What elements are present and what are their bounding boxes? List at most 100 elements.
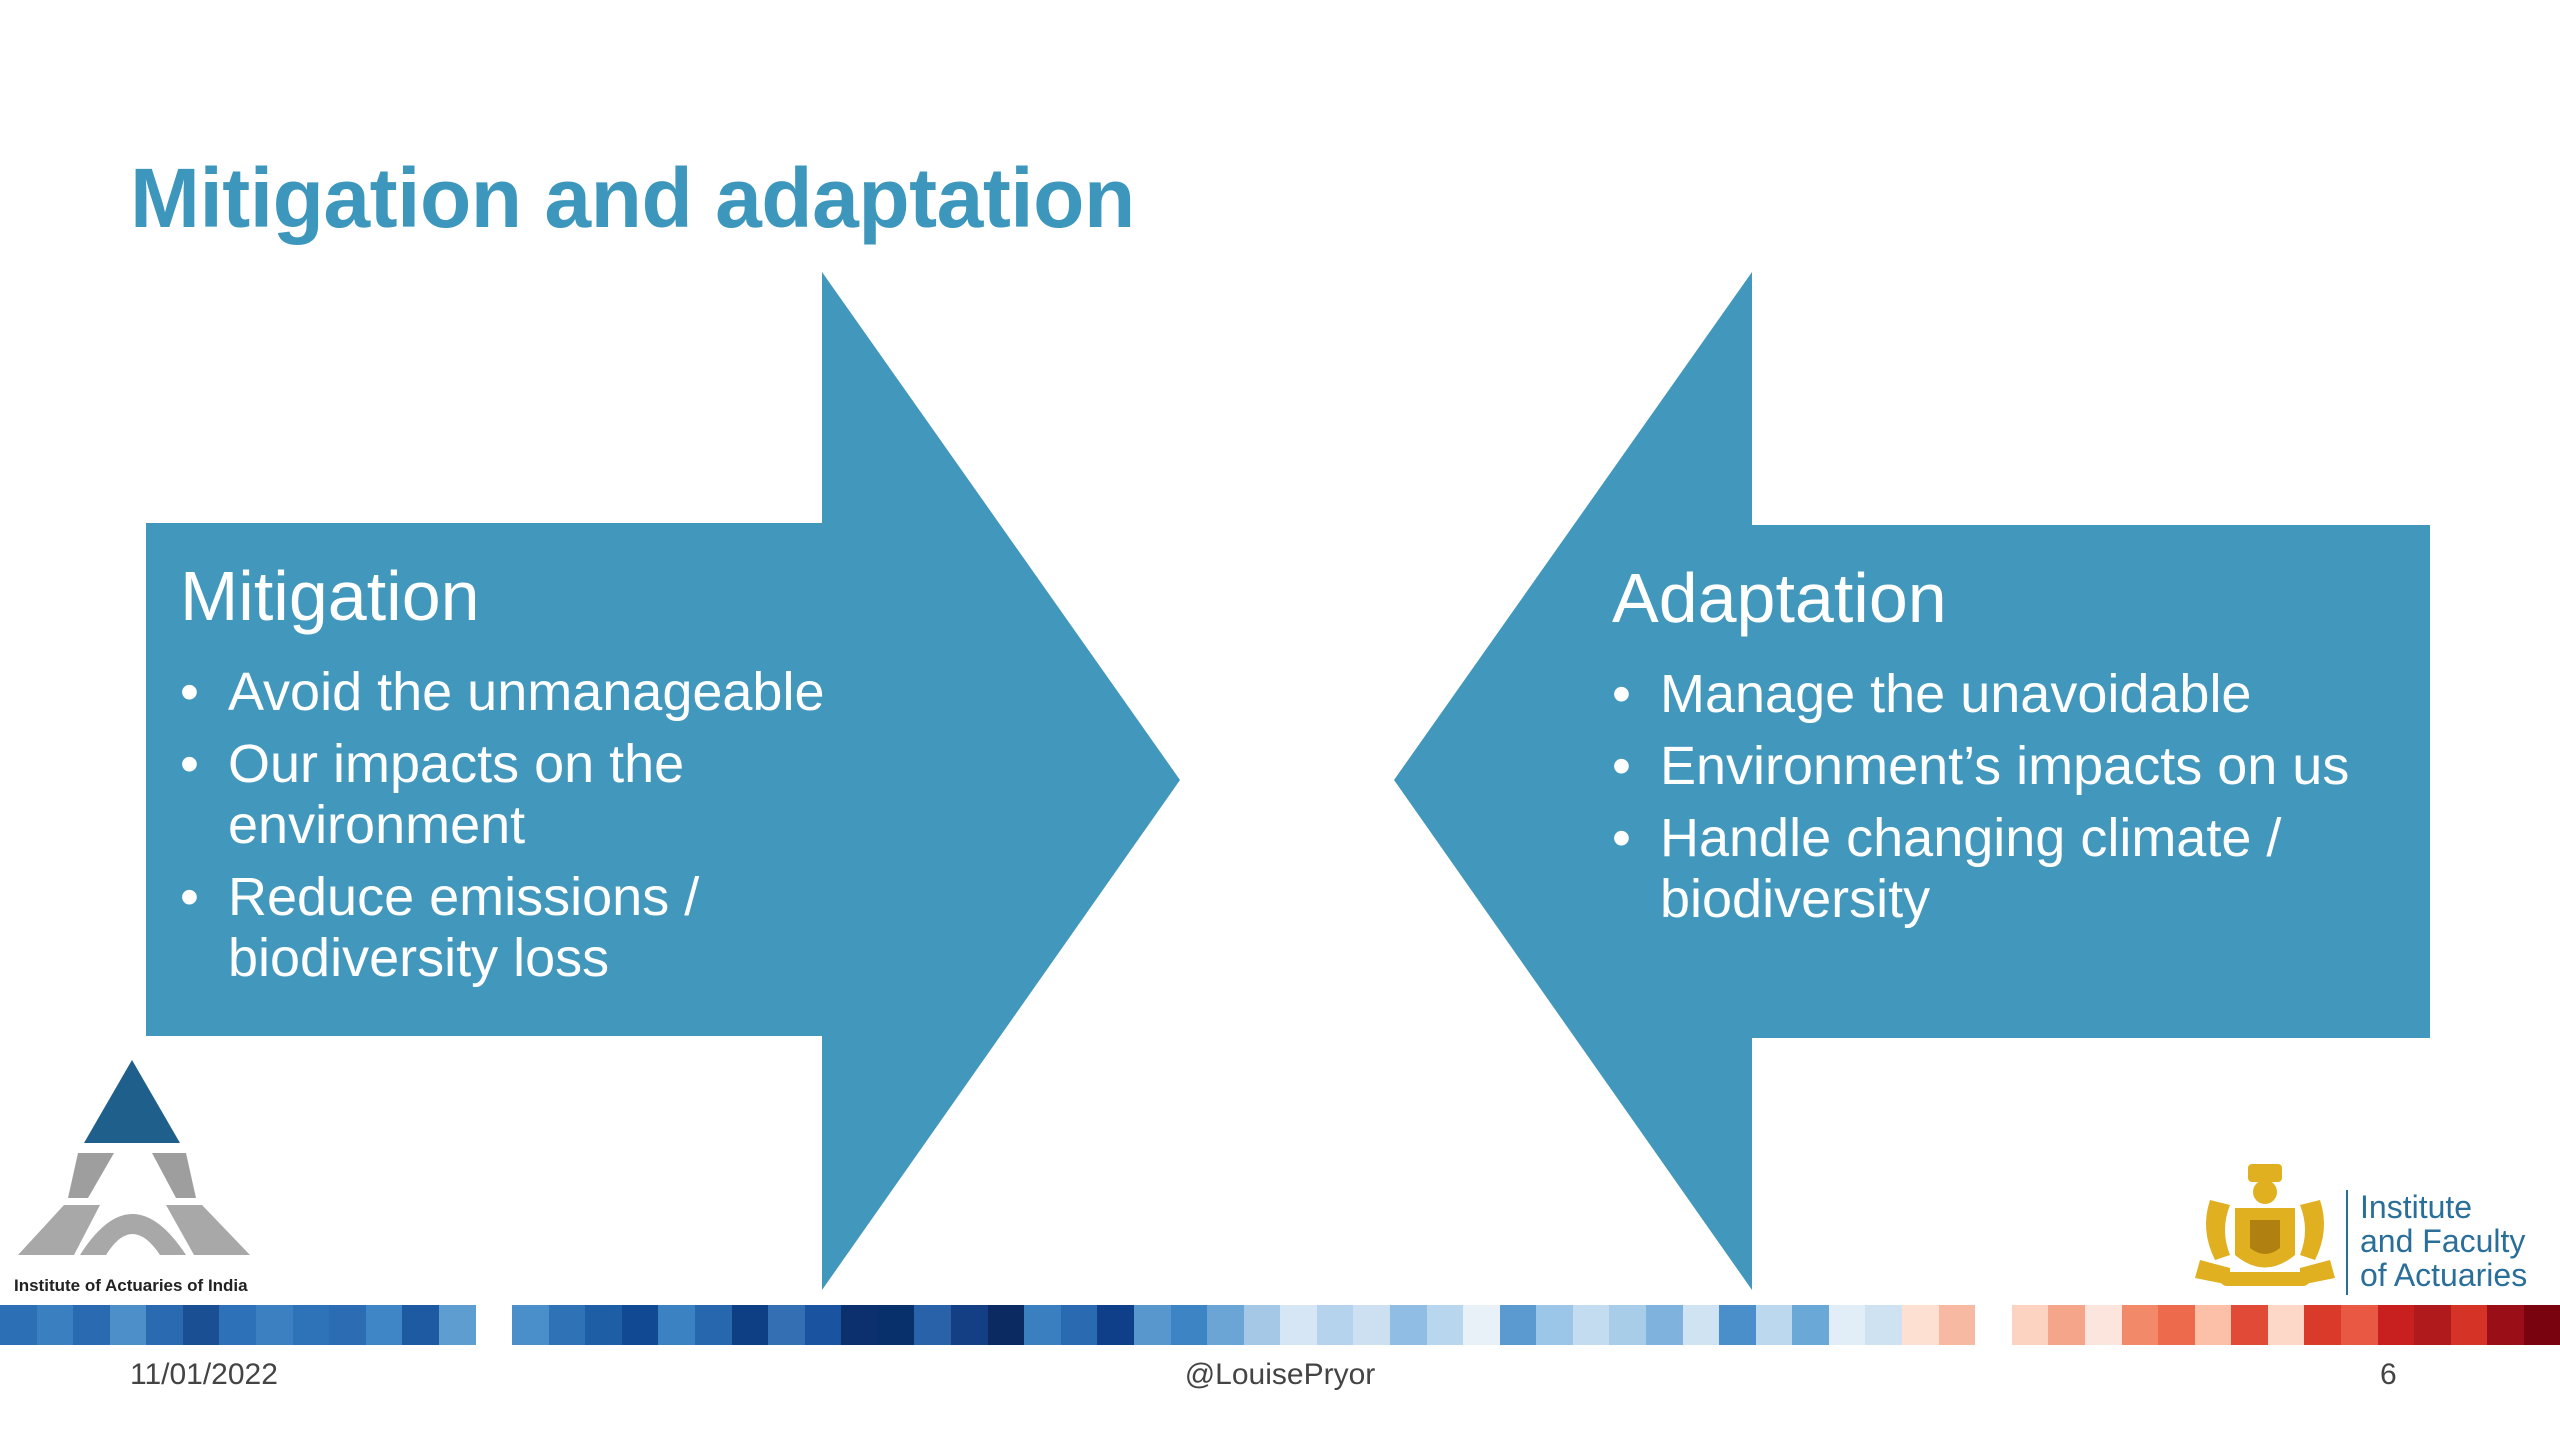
climate-stripe [1499, 1305, 1537, 1345]
bullet-dot: • [1612, 664, 1631, 724]
ifoa-line: of Actuaries [2360, 1257, 2528, 1293]
list-item: • Reduce emissions / biodiversity loss [180, 867, 920, 989]
list-item: • Manage the unavoidable [1612, 664, 2372, 725]
mitigation-bullet-list: • Avoid the unmanageable • Our impacts on … [180, 662, 920, 989]
bullet-text: Our impacts on the environment [228, 734, 685, 855]
climate-stripe [0, 1305, 37, 1345]
climate-stripe [512, 1305, 549, 1345]
climate-stripe [1207, 1305, 1244, 1345]
climate-stripe [768, 1305, 805, 1345]
ifoa-line: Institute [2360, 1189, 2473, 1225]
climate-stripe [841, 1305, 878, 1345]
ifoa-wordmark: Institute and Faculty of Actuaries [2360, 1190, 2527, 1292]
climate-stripe [2011, 1305, 2049, 1345]
climate-stripe [1902, 1305, 1939, 1345]
adaptation-heading: Adaptation [1612, 559, 1947, 637]
climate-stripe [182, 1305, 220, 1345]
climate-stripe [1170, 1305, 1208, 1345]
climate-stripe [2377, 1305, 2415, 1345]
iai-triangle-logo-icon [18, 1060, 250, 1255]
climate-stripe [1316, 1305, 1354, 1345]
slide-title: Mitigation and adaptation [130, 151, 1135, 245]
bullet-dot: • [1612, 736, 1631, 796]
climate-stripe [1938, 1305, 1976, 1345]
bullet-dot: • [180, 662, 199, 722]
bullet-text: Environment’s impacts on us [1660, 736, 2350, 796]
climate-stripe [914, 1305, 952, 1345]
adaptation-arrow [1394, 272, 2430, 1290]
list-item: • Avoid the unmanageable [180, 662, 920, 723]
climate-stripe [2121, 1305, 2159, 1345]
climate-stripe [1097, 1305, 1134, 1345]
climate-stripe [1755, 1305, 1793, 1345]
climate-stripe [1060, 1305, 1098, 1345]
mitigation-arrow [146, 272, 1180, 1290]
climate-stripe [621, 1305, 659, 1345]
climate-stripe [1719, 1305, 1756, 1345]
climate-stripe [2084, 1305, 2122, 1345]
climate-stripe [2158, 1305, 2195, 1345]
climate-stripe [548, 1305, 586, 1345]
climate-stripe [1389, 1305, 1427, 1345]
ifoa-divider [2346, 1190, 2348, 1295]
climate-stripe [2341, 1305, 2378, 1345]
climate-stripe [292, 1305, 330, 1345]
climate-stripe [73, 1305, 110, 1345]
climate-stripe [1828, 1305, 1866, 1345]
climate-stripe [146, 1305, 183, 1345]
ifoa-crest-icon [2195, 1164, 2335, 1286]
bullet-text: Manage the unavoidable [1660, 664, 2252, 724]
climate-stripe [1865, 1305, 1903, 1345]
climate-stripe [36, 1305, 74, 1345]
climate-stripe [1975, 1305, 2012, 1345]
list-item: • Environment’s impacts on us [1612, 736, 2372, 797]
climate-stripe [585, 1305, 622, 1345]
bullet-text: Avoid the unmanageable [228, 662, 825, 722]
climate-stripe [877, 1305, 915, 1345]
climate-stripe [694, 1305, 732, 1345]
climate-stripe [2267, 1305, 2305, 1345]
bullet-dot: • [1612, 808, 1631, 868]
climate-stripe [1682, 1305, 1720, 1345]
climate-stripe [1572, 1305, 1610, 1345]
climate-stripe [1243, 1305, 1281, 1345]
climate-stripe [1353, 1305, 1390, 1345]
bullet-text: Handle changing climate / biodiversity [1660, 808, 2282, 929]
climate-stripe [109, 1305, 147, 1345]
bullet-dot: • [180, 867, 199, 927]
climate-stripe [1280, 1305, 1317, 1345]
climate-stripe [219, 1305, 257, 1345]
mitigation-panel: Mitigation •Avoid the unmanageable •Our … [180, 556, 920, 1000]
climate-stripe [1536, 1305, 1573, 1345]
climate-stripe [2414, 1305, 2451, 1345]
climate-stripe [329, 1305, 366, 1345]
list-item: • Our impacts on the environment [180, 734, 920, 856]
adaptation-panel: Adaptation • Manage the unavoidable • Envi… [1612, 558, 2372, 941]
footer-handle: @LouisePryor [1184, 1358, 1376, 1391]
bullet-text: Reduce emissions / biodiversity loss [228, 867, 700, 988]
climate-stripe [2487, 1305, 2524, 1345]
climate-stripe [804, 1305, 842, 1345]
iai-logo-caption: Institute of Actuaries of India [14, 1276, 248, 1295]
climate-stripe [365, 1305, 403, 1345]
list-item: • Handle changing climate / biodiversity [1612, 808, 2372, 930]
climate-stripe [2194, 1305, 2232, 1345]
climate-stripe [1133, 1305, 1171, 1345]
climate-stripe [951, 1305, 988, 1345]
climate-stripe [2450, 1305, 2488, 1345]
climate-stripe [1609, 1305, 1647, 1345]
climate-stripe [402, 1305, 439, 1345]
climate-stripe [2304, 1305, 2341, 1345]
climate-stripe [475, 1305, 513, 1345]
climate-stripe [987, 1305, 1025, 1345]
bullet-dot: • [180, 734, 199, 794]
climate-stripes-banner [0, 1305, 2560, 1345]
climate-stripe [1646, 1305, 1683, 1345]
climate-stripe [2231, 1305, 2268, 1345]
climate-stripe [731, 1305, 769, 1345]
climate-stripe [256, 1305, 293, 1345]
page-number: 6 [2380, 1358, 2397, 1391]
footer-date: 11/01/2022 [130, 1358, 278, 1391]
